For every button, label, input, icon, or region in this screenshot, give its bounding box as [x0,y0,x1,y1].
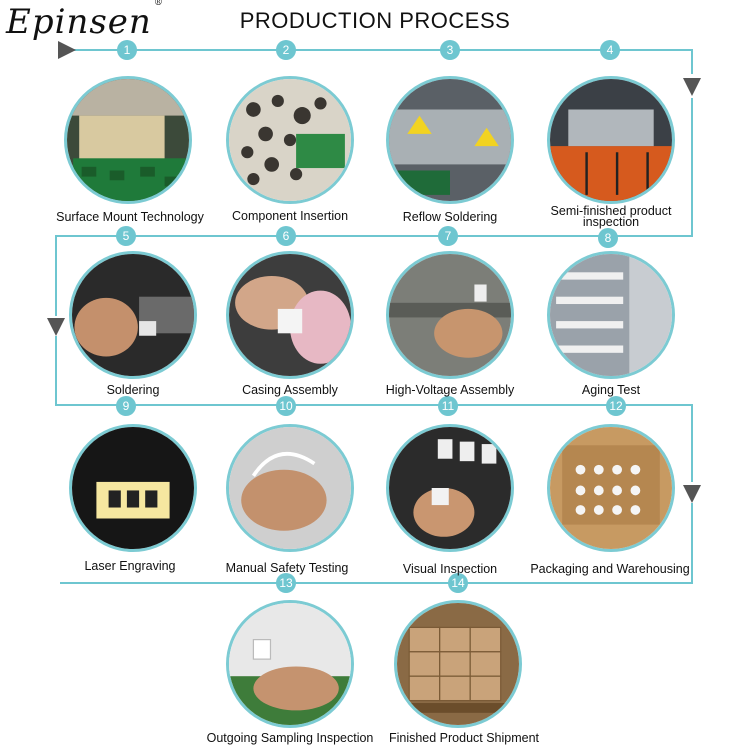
brand-name: Epinsen [6,2,152,42]
visual-inspection-photo [386,424,514,552]
start-arrow-icon [58,41,76,59]
step-badge: 12 [606,396,626,416]
step-label: Surface Mount Technology [56,210,204,224]
step-badge: 2 [276,40,296,60]
aging-rack-photo [547,251,675,379]
step-badge: 1 [117,40,137,60]
page-title: PRODUCTION PROCESS [239,8,511,33]
step-label: Manual Safety Testing [225,561,349,575]
soldering-iron-photo [69,251,197,379]
step-badge: 13 [276,573,296,593]
arrow-down-icon [47,318,65,336]
reflow-oven-photo [386,76,514,204]
step-label: Casing Assembly [242,383,338,397]
step-badge: 8 [598,228,618,248]
step-label: Laser Engraving [84,559,176,573]
step-badge: 6 [276,226,296,246]
test-fixture-photo [547,76,675,204]
pcb-panels-photo [64,76,192,204]
laser-engraver-photo [69,424,197,552]
step-label: Visual Inspection [402,562,498,576]
step-label: Finished Product Shipment [388,731,540,745]
pallet-shipment-photo [394,600,522,728]
brand-logo: Epinsen® [6,0,164,42]
step-badge: 11 [438,396,458,416]
step-label: Reflow Soldering [402,210,498,224]
step-badge: 4 [600,40,620,60]
hv-assembly-photo [386,251,514,379]
step-label: Semi-finished product inspection [550,204,672,229]
packaging-box-photo [547,424,675,552]
step-label: Component Insertion [231,209,349,223]
arrow-down-icon [683,485,701,503]
step-badge: 3 [440,40,460,60]
registered-mark-icon: ® [153,0,164,8]
step-label: Aging Test [581,383,641,397]
step-label: Outgoing Sampling Inspection [206,731,374,745]
safety-testing-photo [226,424,354,552]
components-pile-photo [226,76,354,204]
arrow-down-icon [683,78,701,96]
step-label: Soldering [106,383,160,397]
hands-casing-photo [226,251,354,379]
step-label: High-Voltage Assembly [385,383,515,397]
sampling-inspection-photo [226,600,354,728]
step-badge: 5 [116,226,136,246]
step-badge: 7 [438,226,458,246]
step-badge: 10 [276,396,296,416]
step-label: Packaging and Warehousing [530,562,690,576]
step-badge: 9 [116,396,136,416]
step-badge: 14 [448,573,468,593]
